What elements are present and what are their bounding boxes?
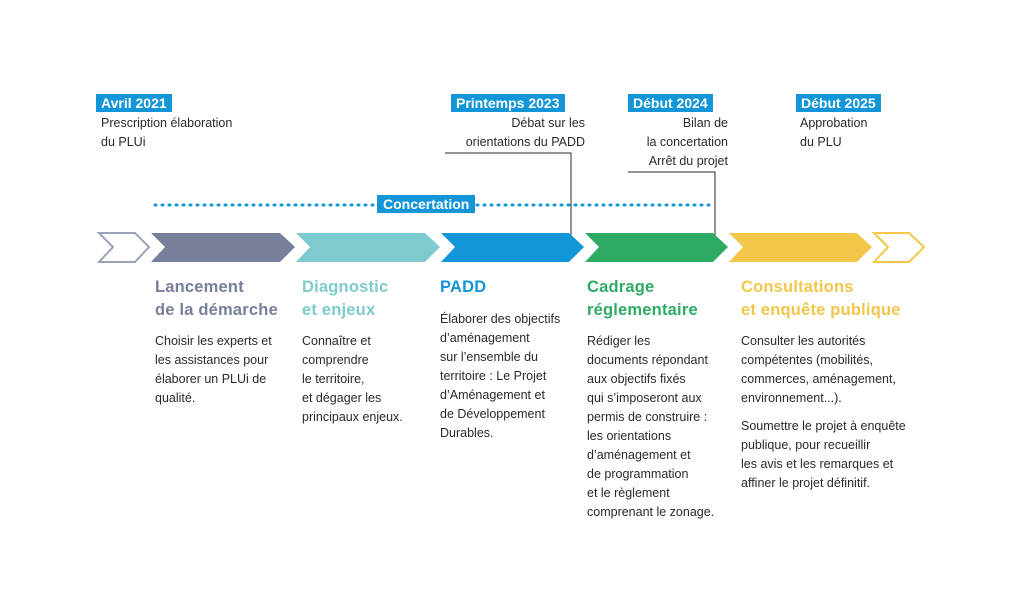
phase-desc-line: Choisir les experts et: [155, 334, 272, 348]
phase-desc-line: et le règlement: [587, 486, 670, 500]
phase-desc-line: affiner le projet définitif.: [741, 476, 871, 490]
phase-arrow-padd: [441, 233, 584, 262]
milestone-description: Prescription élaboration du PLUi: [101, 114, 232, 152]
milestone-tag: Printemps 2023: [451, 94, 565, 112]
phase-description: Élaborer des objectifs d’aménagement sur…: [440, 310, 560, 443]
phase-desc-line: territoire : Le Projet: [440, 369, 547, 383]
phase-desc-line: de Développement: [440, 407, 545, 421]
phase-desc-line: compétentes (mobilités,: [741, 353, 874, 367]
phase-desc-line: comprendre: [302, 353, 369, 367]
phase-title: Diagnostic et enjeux: [302, 276, 388, 322]
phase-desc-line: et dégager les: [302, 391, 382, 405]
milestone-tag: Début 2024: [628, 94, 713, 112]
phase-desc-line: publique, pour recueillir: [741, 438, 871, 452]
phase-desc-line: environnement...).: [741, 391, 842, 405]
phase-title-line: PADD: [440, 278, 487, 296]
phase-title: Lancement de la démarche: [155, 276, 278, 322]
milestone-description: Approbation du PLU: [800, 114, 867, 152]
phase-arrow-lancement: [151, 233, 295, 262]
phase-desc-line: documents répondant: [587, 353, 708, 367]
phase-desc-line: Rédiger les: [587, 334, 651, 348]
phase-description: Connaître et comprendre le territoire, e…: [302, 332, 403, 427]
phase-desc-line: élaborer un PLUi de: [155, 372, 267, 386]
phase-title: Consultations et enquête publique: [741, 276, 901, 322]
milestone-tag: Début 2025: [796, 94, 881, 112]
phase-desc-line: les orientations: [587, 429, 672, 443]
phase-desc-line: Consulter les autorités: [741, 334, 866, 348]
paragraph-gap: [741, 408, 906, 417]
chevron-outline-end: [871, 232, 926, 263]
milestone-line: du PLUi: [101, 135, 146, 149]
phase-desc-line: Connaître et: [302, 334, 371, 348]
phase-desc-line: aux objectifs fixés: [587, 372, 686, 386]
phase-desc-line: de programmation: [587, 467, 689, 481]
milestone-description: Débat sur les orientations du PADD: [466, 114, 585, 152]
phase-title: Cadrage réglementaire: [587, 276, 698, 322]
phase-arrow-diagnostic: [296, 233, 440, 262]
milestone-line: Prescription élaboration: [101, 116, 233, 130]
phase-title-line: de la démarche: [155, 301, 278, 319]
phase-desc-line: Soumettre le projet à enquête: [741, 419, 906, 433]
phase-desc-line: d’Aménagement et: [440, 388, 545, 402]
milestone-line: Arrêt du projet: [648, 154, 728, 168]
phase-desc-line: sur l’ensemble du: [440, 350, 538, 364]
phase-title-line: Cadrage: [587, 278, 655, 296]
phase-description: Consulter les autorités compétentes (mob…: [741, 332, 906, 493]
phase-desc-line: principaux enjeux.: [302, 410, 403, 424]
phase-desc-line: d’aménagement et: [587, 448, 691, 462]
milestone-line: la concertation: [646, 135, 728, 149]
phase-description: Rédiger les documents répondant aux obje…: [587, 332, 714, 522]
phase-title: PADD: [440, 276, 486, 299]
phase-desc-line: Durables.: [440, 426, 494, 440]
milestone-line: Approbation: [800, 116, 868, 130]
phase-arrow-cadrage: [585, 233, 728, 262]
phase-desc-line: permis de construire :: [587, 410, 708, 424]
phase-desc-line: qui s’imposeront aux: [587, 391, 702, 405]
phase-arrow-consultations: [729, 233, 872, 262]
phase-desc-line: les avis et les remarques et: [741, 457, 894, 471]
phase-title-line: et enquête publique: [741, 301, 901, 319]
milestone-line: orientations du PADD: [465, 135, 585, 149]
milestone-description: Bilan de la concertation Arrêt du projet: [647, 114, 728, 171]
connector-line: [628, 171, 716, 246]
phase-title-line: réglementaire: [587, 301, 698, 319]
phase-title-line: et enjeux: [302, 301, 376, 319]
phase-desc-line: comprenant le zonage.: [587, 505, 715, 519]
phase-desc-line: commerces, aménagement,: [741, 372, 896, 386]
connector-line: [445, 152, 572, 246]
concertation-label: Concertation: [377, 195, 476, 213]
phase-desc-line: d’aménagement: [440, 331, 530, 345]
milestone-line: Débat sur les: [511, 116, 585, 130]
phase-desc-line: les assistances pour: [155, 353, 269, 367]
phase-title-line: Lancement: [155, 278, 244, 296]
chevron-outline-start: [96, 232, 151, 263]
phase-description: Choisir les experts et les assistances p…: [155, 332, 272, 408]
phase-desc-line: qualité.: [155, 391, 196, 405]
phase-title-line: Consultations: [741, 278, 854, 296]
phase-desc-line: le territoire,: [302, 372, 365, 386]
milestone-tag: Avril 2021: [96, 94, 172, 112]
phase-desc-line: Élaborer des objectifs: [440, 312, 561, 326]
phase-title-line: Diagnostic: [302, 278, 389, 296]
milestone-line: du PLU: [800, 135, 842, 149]
milestone-line: Bilan de: [682, 116, 728, 130]
